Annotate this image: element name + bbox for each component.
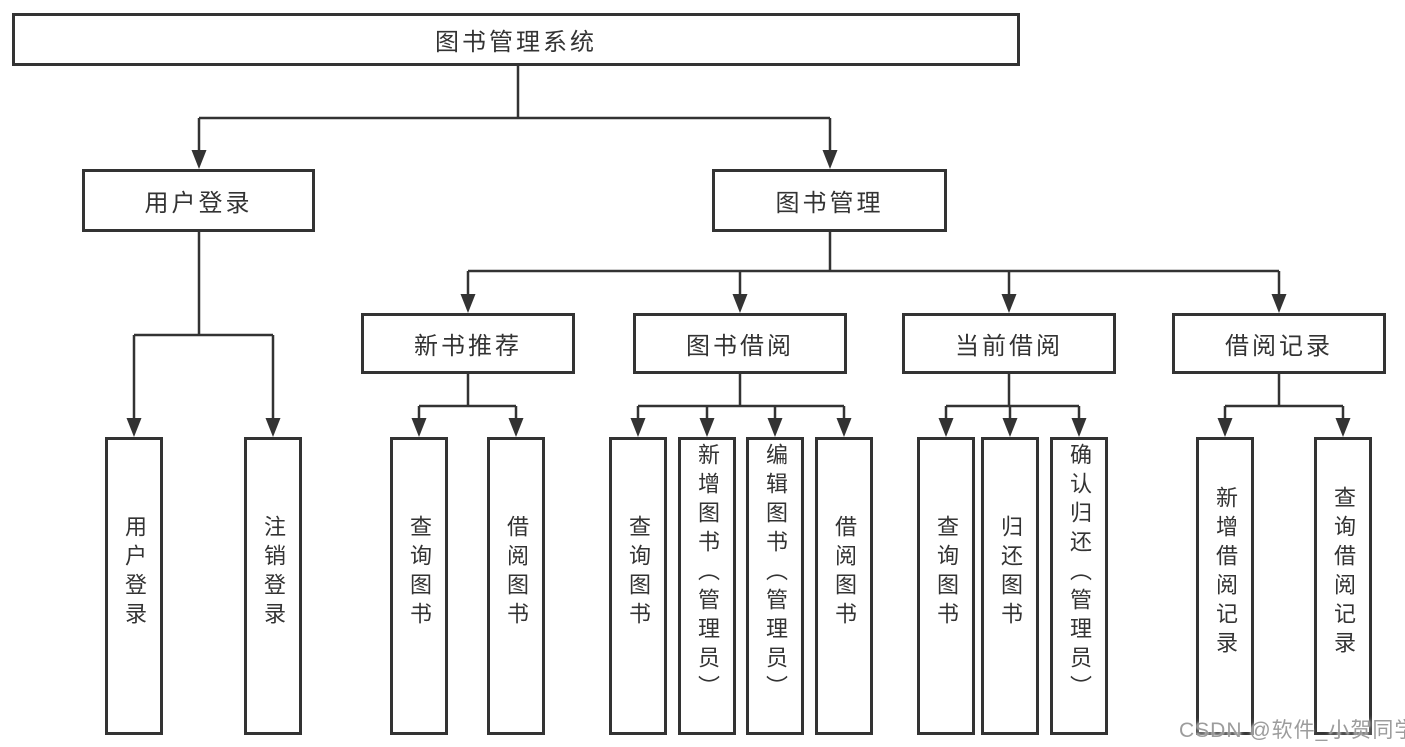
leaf-add-borrow-record-label: 新增借阅记录: [1213, 486, 1238, 660]
leaf-edit-book-admin-label: 编辑图书（管理员）: [763, 442, 788, 704]
node-user-login: 用户登录: [82, 169, 315, 232]
leaf-query-books-borrow: 查询图书: [609, 437, 667, 735]
node-current-borrow-label: 当前借阅: [955, 333, 1063, 360]
leaf-borrow-books-label: 借阅图书: [832, 515, 857, 631]
leaf-add-book-admin: 新增图书（管理员）: [678, 437, 736, 735]
leaf-edit-book-admin: 编辑图书（管理员）: [746, 437, 804, 735]
node-current-borrow: 当前借阅: [902, 313, 1116, 374]
leaf-return-book-label: 归还图书: [998, 515, 1023, 631]
leaf-query-borrow-record-label: 查询借阅记录: [1331, 486, 1356, 660]
leaf-confirm-return-admin-label: 确认归还（管理员）: [1067, 442, 1092, 704]
leaf-query-books-recommend-label: 查询图书: [407, 515, 432, 631]
leaf-query-books-borrow-label: 查询图书: [626, 515, 651, 631]
leaf-add-book-admin-label: 新增图书（管理员）: [695, 442, 720, 704]
leaf-borrow-books-recommend-label: 借阅图书: [504, 515, 529, 631]
leaf-query-books-recommend: 查询图书: [390, 437, 448, 735]
leaf-borrow-books-recommend: 借阅图书: [487, 437, 545, 735]
leaf-query-borrow-record: 查询借阅记录: [1314, 437, 1372, 735]
leaf-logout-label: 注销登录: [261, 515, 286, 631]
node-book-management: 图书管理: [712, 169, 947, 232]
leaf-borrow-books: 借阅图书: [815, 437, 873, 735]
node-book-borrow: 图书借阅: [633, 313, 847, 374]
node-book-management-label: 图书管理: [775, 190, 884, 217]
csdn-watermark: CSDN @软件_小贺同学: [1179, 719, 1405, 742]
leaf-query-books-current: 查询图书: [917, 437, 975, 735]
node-root-label: 图书管理系统: [435, 29, 597, 56]
node-new-book-recommend-label: 新书推荐: [414, 333, 522, 360]
leaf-query-books-current-label: 查询图书: [934, 515, 959, 631]
leaf-confirm-return-admin: 确认归还（管理员）: [1050, 437, 1108, 735]
arrowheads: [126, 150, 1351, 437]
leaf-logout: 注销登录: [244, 437, 302, 735]
leaf-return-book: 归还图书: [981, 437, 1039, 735]
node-borrow-records: 借阅记录: [1172, 313, 1386, 374]
node-book-borrow-label: 图书借阅: [686, 333, 794, 360]
node-new-book-recommend: 新书推荐: [361, 313, 575, 374]
leaf-user-login: 用户登录: [105, 437, 163, 735]
node-borrow-records-label: 借阅记录: [1225, 333, 1333, 360]
tree-edges: [132, 66, 1345, 420]
leaf-user-login-label: 用户登录: [122, 515, 147, 631]
leaf-add-borrow-record: 新增借阅记录: [1196, 437, 1254, 735]
node-root: 图书管理系统: [12, 13, 1020, 66]
node-user-login-label: 用户登录: [144, 190, 253, 217]
